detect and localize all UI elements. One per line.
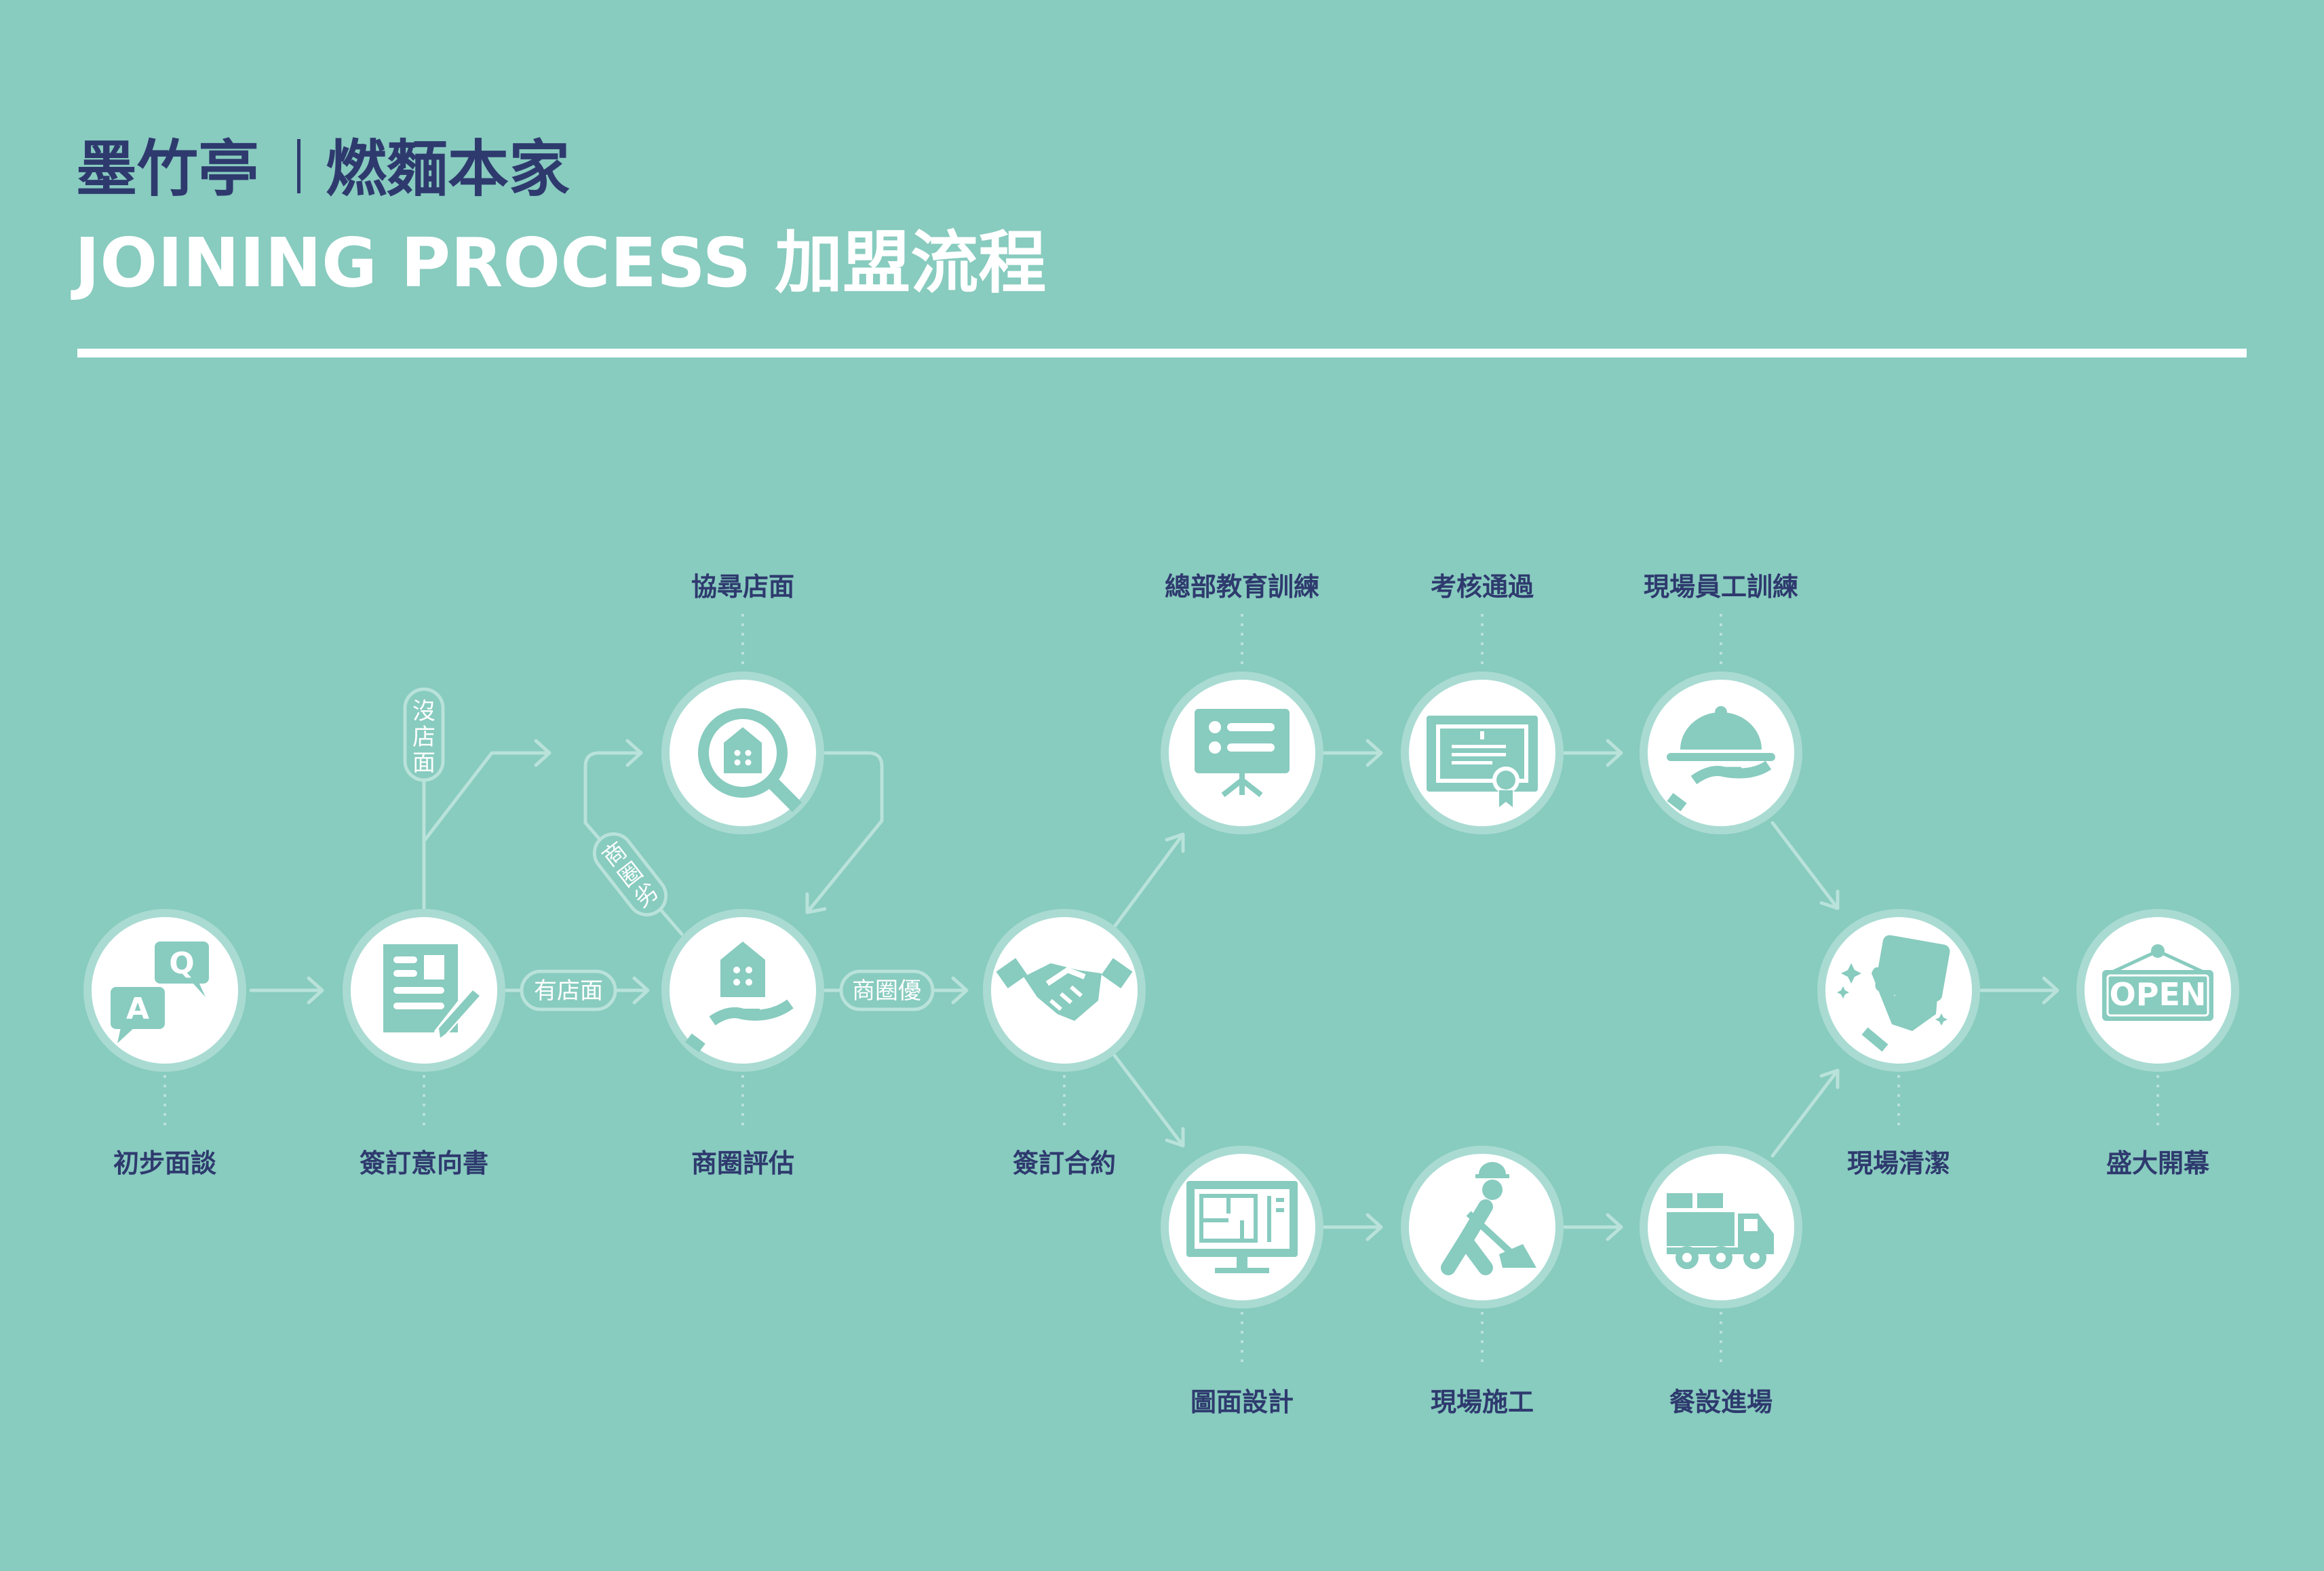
header-rule [77,349,2247,357]
svg-text:商圈優: 商圈優 [852,977,921,1005]
house-hand-icon [685,942,794,1053]
step-label: 盛大開幕 [2106,1148,2210,1178]
house-search-icon [698,708,802,813]
delivery-truck-icon [1667,1193,1774,1269]
step-label: 簽訂合約 [1013,1148,1116,1178]
step-grand-opening: OPEN [2076,909,2239,1072]
svg-text:OPEN: OPEN [2110,976,2207,1013]
step-equipment-delivery [1640,1146,1802,1308]
svg-text:面: 面 [412,750,435,777]
step-label: 現場施工 [1431,1387,1534,1417]
step-onsite-construction [1401,1146,1564,1308]
branch-area-good: 商圈優 [839,969,935,1011]
step-label: 圖面設計 [1190,1387,1294,1417]
step-onsite-cleaning [1817,909,1980,1072]
svg-text:店: 店 [412,724,435,751]
svg-text:A: A [126,992,149,1026]
svg-text:沒: 沒 [412,698,435,725]
step-label: 簽訂意向書 [360,1148,488,1178]
svg-text:Q: Q [169,946,194,981]
brand-name-a: 墨竹亭 [76,134,259,205]
step-label: 協尋店面 [691,572,794,602]
brand-name-b: 燃麵本家 [326,134,570,205]
handshake-icon [996,958,1133,1021]
page-subtitle: JOINING PROCESS 加盟流程 [71,223,1046,303]
branch-area-poor: 商 圈 劣 [592,832,668,917]
blueprint-monitor-icon [1186,1181,1298,1273]
open-sign-icon: OPEN [2102,944,2213,1021]
connectors [163,614,2159,1367]
step-find-store [661,672,824,834]
step-label: 總部教育訓練 [1165,572,1319,602]
title-divider [297,139,301,193]
step-label: 考核通過 [1431,572,1534,602]
step-initial-interview: Q A [83,909,246,1072]
cleaning-glove-icon [1837,935,1950,1052]
step-hq-training [1161,672,1323,834]
svg-text:有店面: 有店面 [534,977,603,1005]
step-onsite-staff-training [1640,672,1802,834]
step-label: 現場員工訓練 [1644,572,1798,602]
step-letter-of-intent [343,909,505,1072]
step-floor-plan-design [1161,1146,1323,1308]
step-area-assessment [661,909,824,1072]
step-label: 現場清潔 [1847,1148,1950,1178]
step-label: 商圈評估 [691,1148,794,1178]
branch-no-store: 沒 店 面 [403,687,445,782]
step-label: 餐設進場 [1669,1387,1773,1417]
step-label: 初步面談 [113,1148,216,1178]
document-pen-icon [383,944,484,1045]
food-cloche-hand-icon [1667,706,1775,811]
certificate-icon [1427,716,1538,807]
qa-chat-icon: Q A [111,942,209,1043]
presentation-board-icon [1195,709,1290,798]
step-sign-contract [983,909,1146,1072]
branch-has-store: 有店面 [520,969,617,1011]
construction-worker-icon [1441,1162,1536,1275]
step-assessment-passed [1401,672,1564,834]
